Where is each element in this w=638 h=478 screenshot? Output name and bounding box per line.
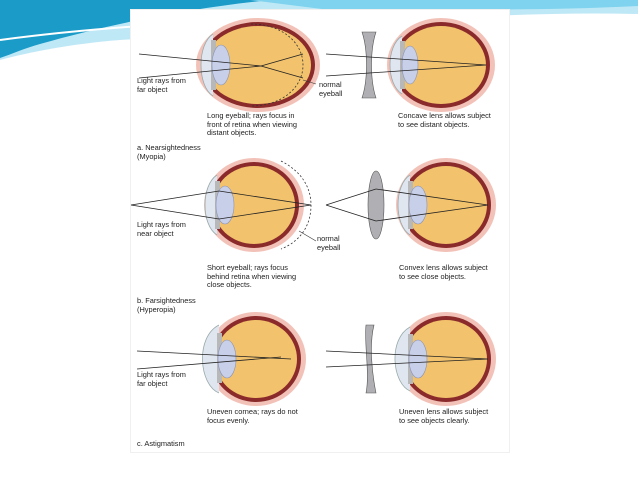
myopia-left-eye [138, 18, 320, 112]
uneven-corrective-lens [365, 324, 377, 394]
ray [136, 350, 292, 360]
ray [260, 53, 304, 67]
lens [211, 44, 231, 86]
retina-interior [405, 166, 487, 244]
retina-interior [213, 166, 295, 244]
ray [325, 188, 377, 206]
convex-lens [367, 170, 385, 240]
cornea [394, 326, 411, 392]
ray [325, 53, 487, 66]
lens [217, 339, 237, 379]
lens [408, 339, 428, 379]
cornea [200, 33, 214, 97]
astigmatism-right-eye [325, 312, 496, 406]
myopia-left-caption: Long eyeball; rays focus in front of ret… [207, 111, 297, 138]
hyperopia-left-caption: Short eyeball; rays focus behind retina … [207, 263, 297, 290]
ray [218, 204, 312, 220]
hyperopia-rays-label: Light rays from near object [137, 220, 186, 238]
normal-eyeball-outline [250, 23, 304, 107]
label-leader [302, 79, 317, 85]
hyperopia-right-caption: Convex lens allows subject to see close … [399, 263, 488, 281]
ray [218, 190, 312, 206]
myopia-title: a. Nearsightedness (Myopia) [137, 143, 201, 161]
ray [375, 188, 489, 206]
retina-interior [205, 26, 311, 104]
hyperopia-right-eye [325, 158, 496, 252]
myopia-rays-label: Light rays from far object [137, 76, 186, 94]
ray [325, 64, 487, 77]
ray [130, 204, 220, 220]
concave-lens [361, 31, 377, 99]
myopia-right-caption: Concave lens allows subject to see dista… [398, 111, 491, 129]
astigmatism-right-caption: Uneven lens allows subject to see object… [399, 407, 489, 425]
myopia-normal-eyeball-label: normal eyeball [319, 80, 343, 98]
swoosh-band-dark [0, 0, 270, 58]
ray [325, 204, 377, 222]
lens [215, 185, 235, 225]
ray [325, 350, 489, 360]
retina-interior [396, 26, 486, 104]
cornea [397, 174, 411, 236]
hyperopia-left-eye [130, 158, 317, 252]
label-leader [298, 230, 317, 242]
astigmatism-left-caption: Uneven cornea; rays do not focus evenly. [207, 407, 298, 425]
cornea [204, 174, 218, 236]
lens [401, 45, 419, 85]
ray [136, 356, 282, 370]
cornea [389, 35, 403, 95]
astigmatism-rays-label: Light rays from far object [137, 370, 186, 388]
hyperopia-normal-eyeball-label: normal eyeball [317, 234, 341, 252]
lens [408, 185, 428, 225]
vision-defects-figure: Light rays from far object normal eyebal… [130, 10, 509, 452]
ray [375, 204, 489, 222]
uneven-cornea [202, 324, 220, 394]
ray [325, 358, 489, 368]
swoosh-band-mid [250, 0, 638, 10]
ray [138, 53, 262, 67]
ray [138, 65, 262, 79]
retina-interior [405, 320, 487, 398]
ray [130, 190, 220, 206]
ray [260, 65, 304, 79]
astigmatism-left-eye [136, 312, 306, 406]
astigmatism-title: c. Astigmatism [137, 439, 185, 448]
myopia-right-eye [325, 18, 495, 112]
hyperopia-title: b. Farsightedness (Hyperopia) [137, 296, 196, 314]
